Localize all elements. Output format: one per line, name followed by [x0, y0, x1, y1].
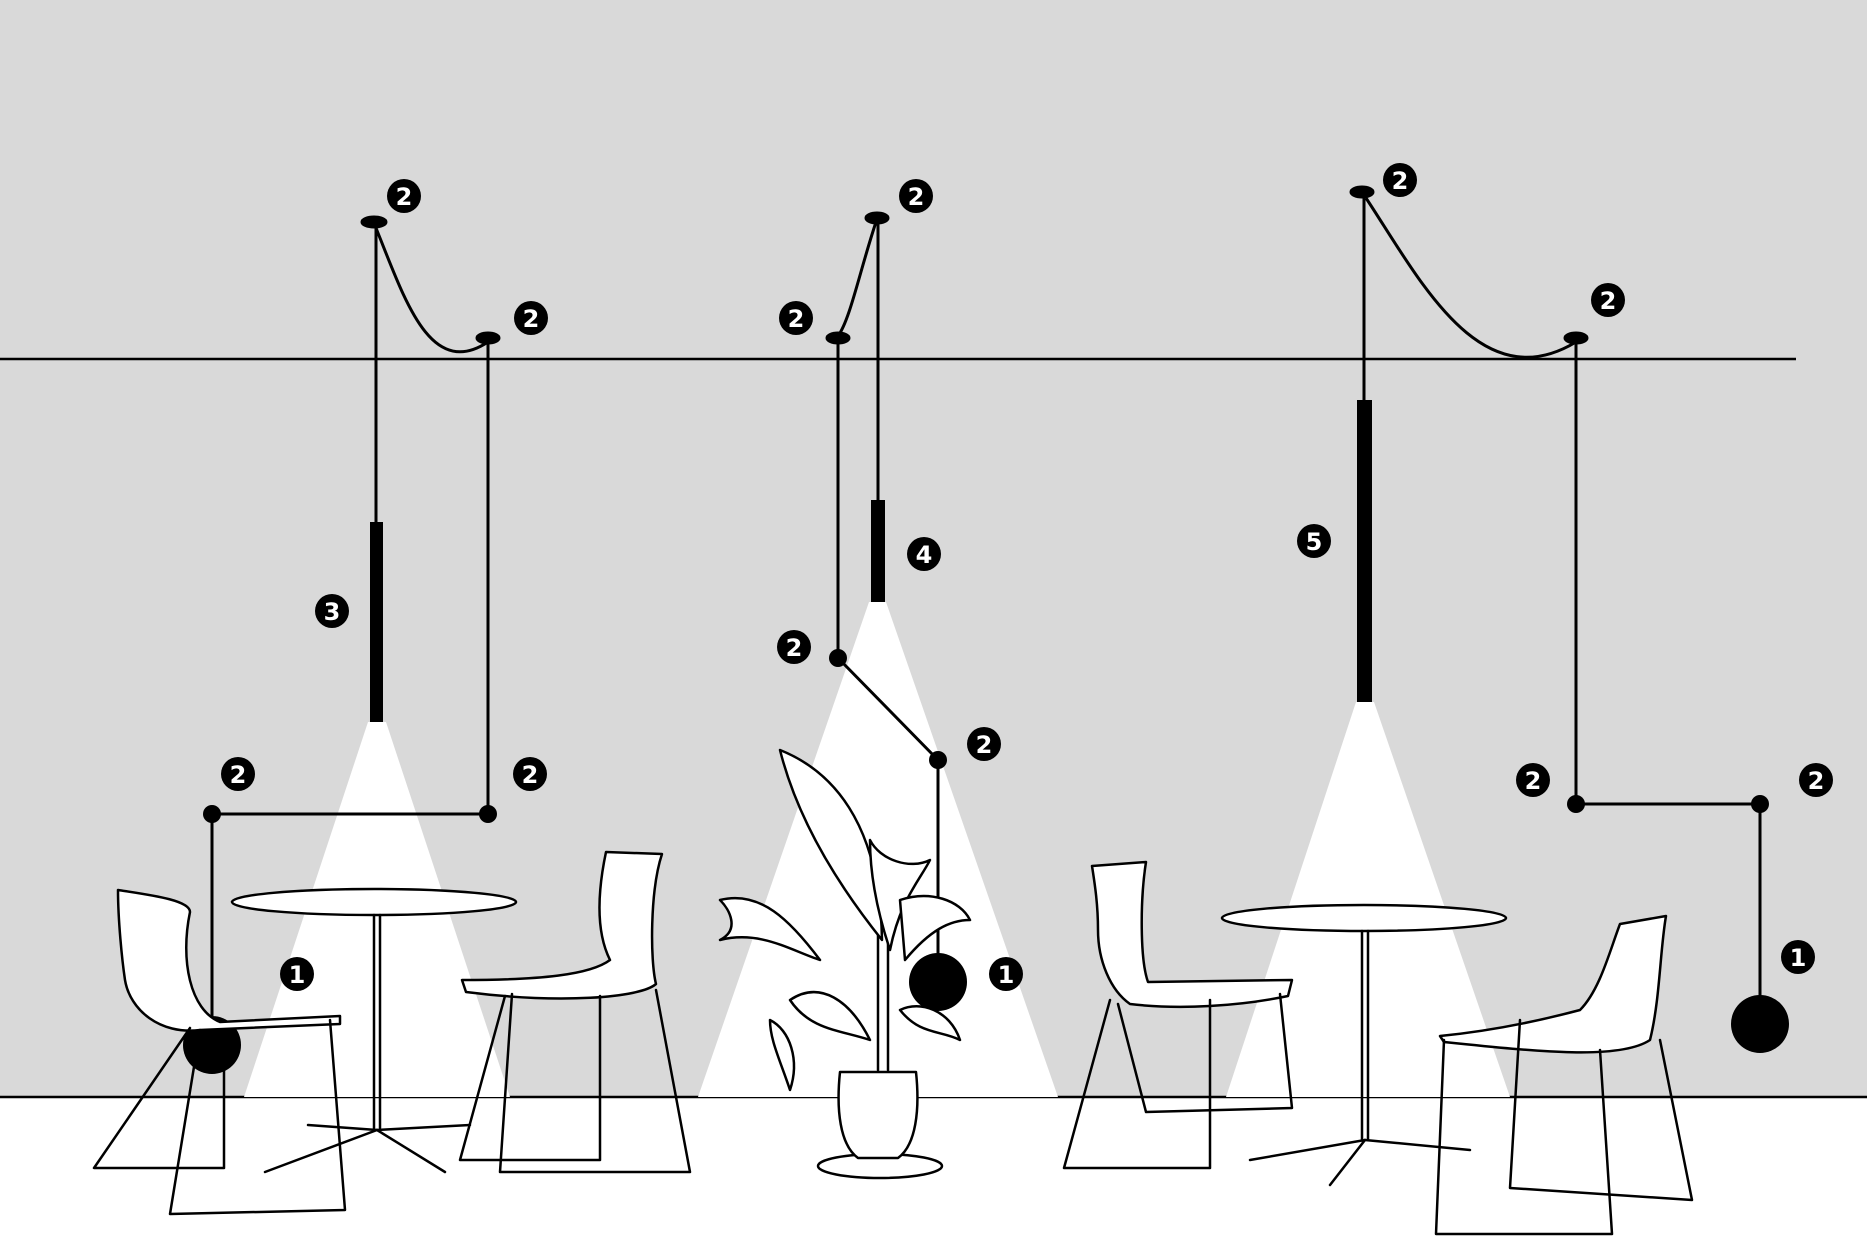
pendant-lamp-icon [871, 500, 885, 602]
callout-marker: 5 [1297, 524, 1331, 558]
callout-marker: 2 [777, 630, 811, 664]
svg-text:2: 2 [230, 761, 247, 789]
svg-text:2: 2 [523, 305, 540, 333]
svg-text:1: 1 [1790, 944, 1807, 972]
callout-marker: 2 [1383, 163, 1417, 197]
svg-text:3: 3 [324, 598, 341, 626]
callout-marker: 2 [513, 757, 547, 791]
left-luminaire [210, 215, 501, 1040]
callout-marker: 3 [315, 594, 349, 628]
joint-node [929, 751, 947, 769]
sphere-counterweight-icon [909, 953, 967, 1011]
svg-text:2: 2 [396, 183, 413, 211]
center-luminaire [825, 211, 940, 960]
callout-marker: 2 [387, 179, 421, 213]
joint-node [479, 805, 497, 823]
chair-icon [458, 850, 692, 1174]
svg-text:2: 2 [1808, 767, 1825, 795]
light-beam-right [1226, 702, 1510, 1097]
svg-text:1: 1 [998, 961, 1015, 989]
table-icon [1220, 903, 1508, 1187]
svg-text:2: 2 [1392, 167, 1409, 195]
chair-icon [92, 888, 347, 1216]
sphere-counterweight-icon [1731, 995, 1789, 1053]
svg-text:4: 4 [916, 541, 933, 569]
pendant-lamp-icon [1357, 400, 1372, 702]
svg-text:2: 2 [522, 761, 539, 789]
callout-marker: 1 [1781, 940, 1815, 974]
joint-node [829, 649, 847, 667]
callout-marker: 2 [967, 727, 1001, 761]
callout-marker: 2 [1799, 763, 1833, 797]
ceiling-canopy [360, 215, 388, 229]
callout-marker: 2 [779, 301, 813, 335]
callout-marker: 2 [1516, 763, 1550, 797]
svg-text:2: 2 [1600, 287, 1617, 315]
svg-text:2: 2 [786, 634, 803, 662]
ceiling-canopy [864, 211, 890, 225]
joint-node [1751, 795, 1769, 813]
callout-marker: 2 [1591, 283, 1625, 317]
ceiling-canopy [475, 331, 501, 345]
pendant-lamp-icon [370, 522, 383, 722]
svg-text:1: 1 [289, 961, 306, 989]
callout-marker: 1 [989, 957, 1023, 991]
callout-marker: 4 [907, 537, 941, 571]
svg-text:2: 2 [908, 183, 925, 211]
svg-text:2: 2 [1525, 767, 1542, 795]
callout-marker: 2 [221, 757, 255, 791]
chair-icon [1434, 914, 1694, 1236]
callout-marker: 2 [899, 179, 933, 213]
chair-icon [1062, 860, 1294, 1170]
right-luminaire [1349, 185, 1762, 1000]
table-icon [230, 887, 518, 1174]
joint-node [1567, 795, 1585, 813]
plant-icon [718, 748, 972, 1180]
svg-text:5: 5 [1306, 528, 1323, 556]
callout-marker: 1 [280, 957, 314, 991]
svg-text:2: 2 [788, 305, 805, 333]
ceiling-canopy [1563, 331, 1589, 345]
joint-node [203, 805, 221, 823]
callout-marker: 2 [514, 301, 548, 335]
ceiling-canopy [1349, 185, 1375, 199]
svg-text:2: 2 [976, 731, 993, 759]
floor [0, 1097, 1867, 1256]
